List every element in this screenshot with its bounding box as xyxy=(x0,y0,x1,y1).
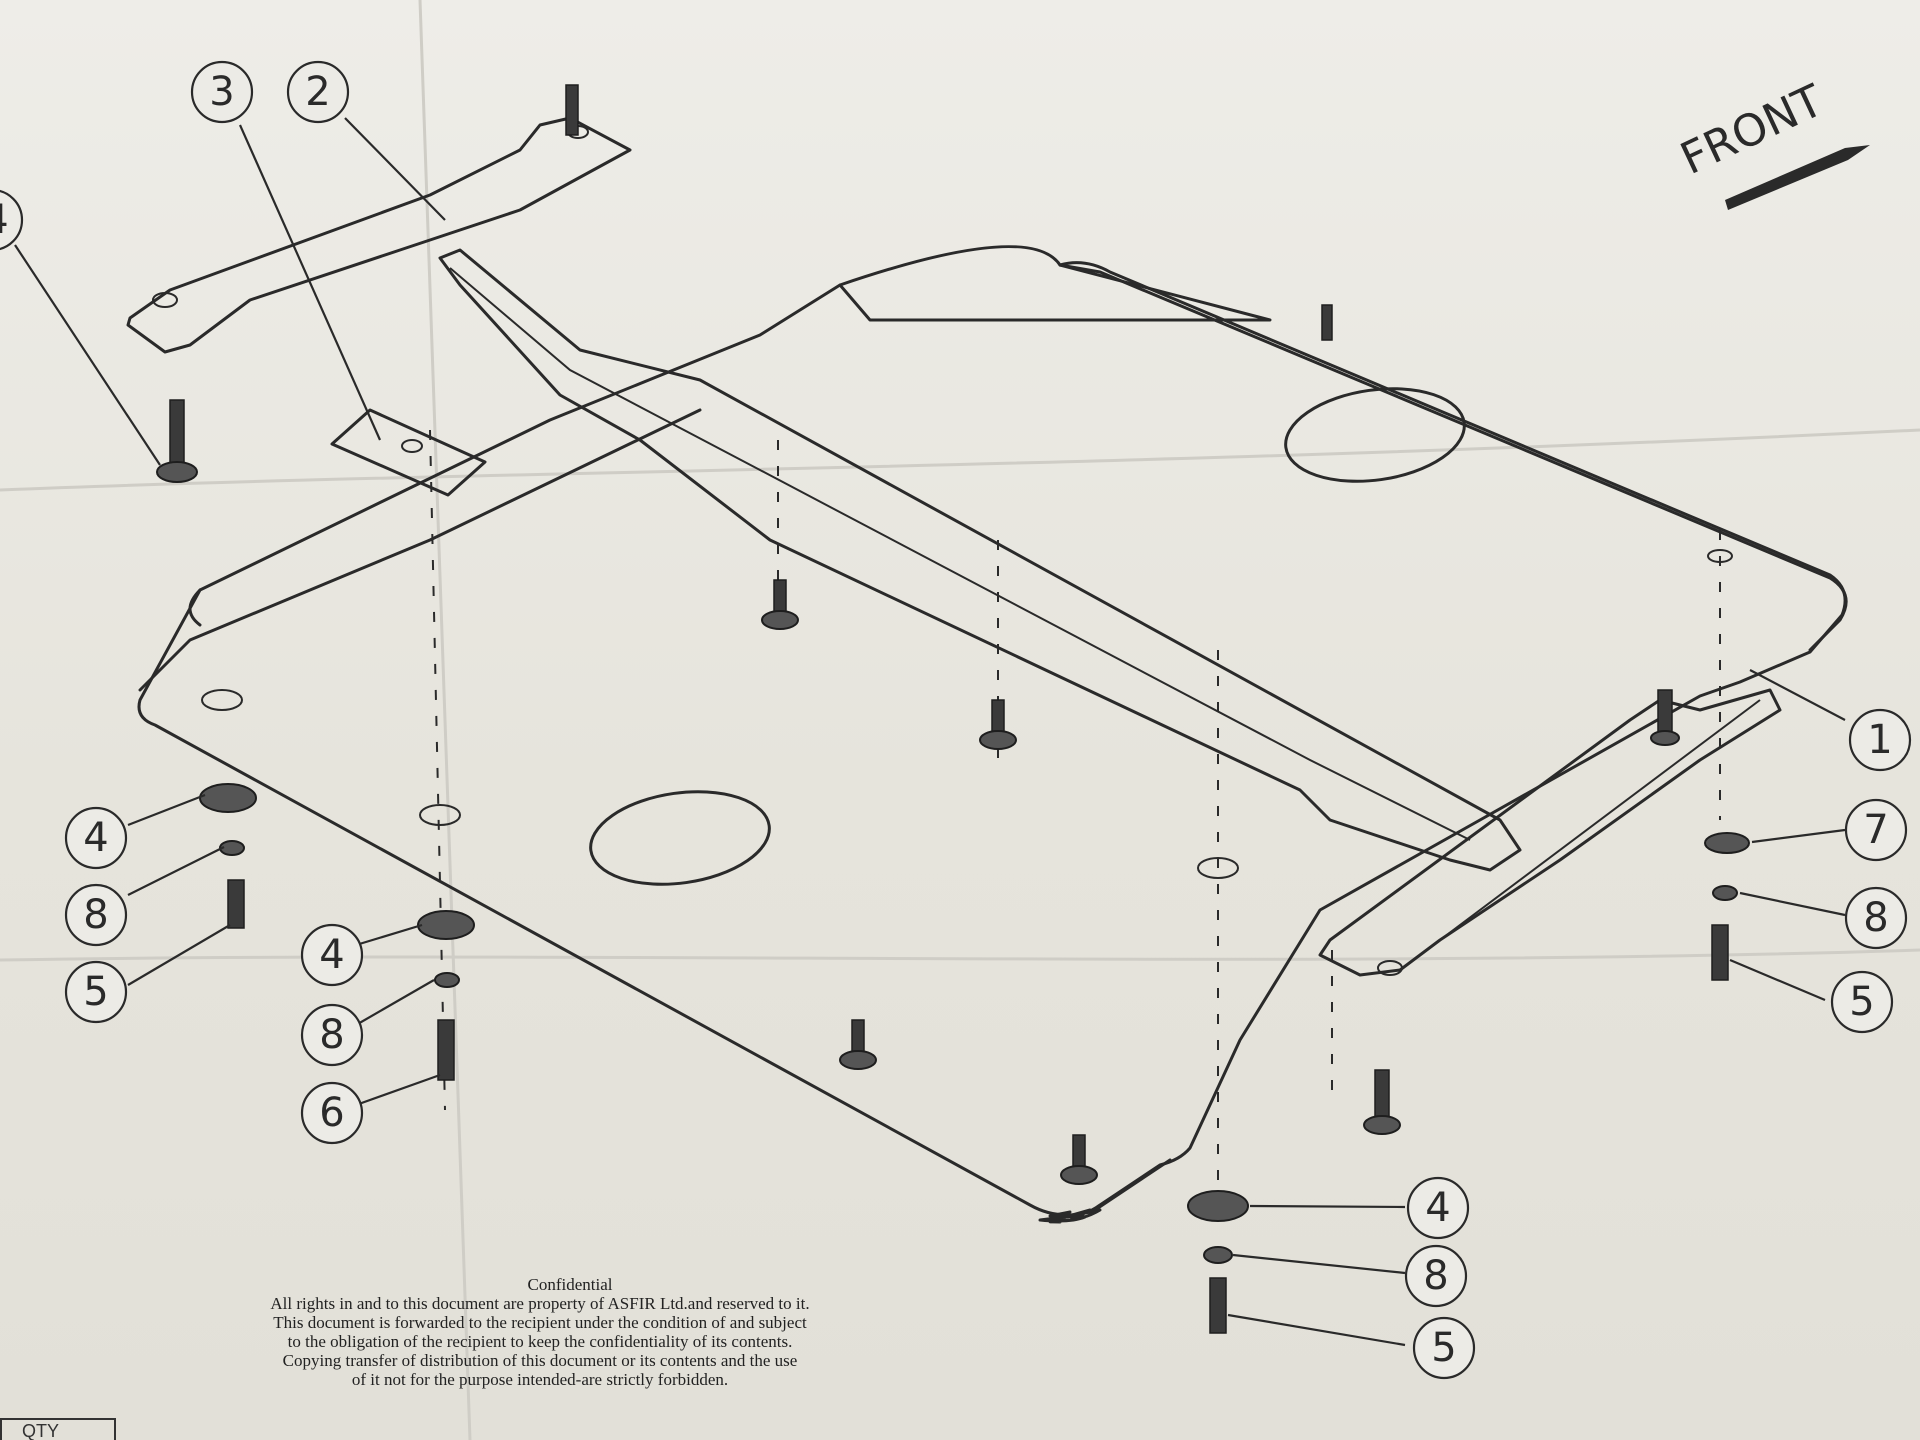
paper-crease xyxy=(418,0,472,1440)
right-bracket xyxy=(1318,688,1782,977)
callout-balloon: 4 xyxy=(300,923,364,987)
callout-number: 5 xyxy=(1849,979,1874,1025)
front-direction-indicator: FRONT xyxy=(1673,75,1870,210)
callout-balloon: 7 xyxy=(1844,798,1908,862)
front-arrow-icon xyxy=(1725,145,1870,210)
callout-number: 7 xyxy=(1863,807,1888,853)
callout-number: 6 xyxy=(319,1090,344,1136)
fastener-stack-right xyxy=(1704,832,1750,981)
confidentiality-notice: Confidential All rights in and to this d… xyxy=(190,1275,890,1389)
callout-balloon: 8 xyxy=(1844,886,1908,950)
callout-number: 1 xyxy=(1867,717,1892,763)
callout-number: 8 xyxy=(319,1012,344,1058)
paper-crease xyxy=(0,428,1920,492)
callout-balloon: 6 xyxy=(300,1081,364,1145)
notice-line: Copying transfer of distribution of this… xyxy=(282,1351,798,1370)
callout-number: 4 xyxy=(0,197,9,243)
parts-table-header: QTY xyxy=(0,1418,116,1440)
callout-number: 2 xyxy=(305,69,330,115)
notice-line: All rights in and to this document are p… xyxy=(270,1294,810,1313)
callout-balloons: 3 2 4 1 4 8 5 4 8 6 7 8 5 4 8 5 xyxy=(0,60,1912,1380)
callout-balloon: 1 xyxy=(1848,708,1912,772)
callout-number: 4 xyxy=(319,932,344,978)
callout-balloon: 5 xyxy=(64,960,128,1024)
callout-number: 5 xyxy=(83,969,108,1015)
callout-balloon: 8 xyxy=(300,1003,364,1067)
access-hole xyxy=(589,790,771,886)
callout-number: 8 xyxy=(83,892,108,938)
callout-number: 5 xyxy=(1431,1325,1456,1371)
callout-balloon: 4 xyxy=(0,189,24,251)
callout-balloon: 8 xyxy=(64,883,128,947)
callout-number: 4 xyxy=(83,815,108,861)
fastener-stack-bottom xyxy=(1187,1190,1249,1334)
fastener-stack-left xyxy=(199,783,257,929)
leader-lines xyxy=(14,117,1846,1347)
callout-number: 8 xyxy=(1423,1253,1448,1299)
spacer-plate xyxy=(330,408,487,497)
paper-crease xyxy=(0,948,1920,962)
callout-balloon: 5 xyxy=(1412,1316,1476,1380)
callout-number: 4 xyxy=(1425,1185,1450,1231)
fastener-stack-mid xyxy=(417,910,475,1081)
skid-plate xyxy=(137,245,1848,1224)
notice-line: to the obligation of the recipient to ke… xyxy=(287,1332,793,1351)
callout-balloon: 4 xyxy=(64,806,128,870)
cross-member xyxy=(438,248,1522,872)
mounting-bolts xyxy=(156,84,1680,1185)
callout-number: 3 xyxy=(209,69,234,115)
callout-balloon: 4 xyxy=(1406,1176,1470,1240)
notice-title: Confidential xyxy=(527,1275,613,1294)
access-hole xyxy=(1284,387,1466,483)
notice-line: This document is forwarded to the recipi… xyxy=(273,1313,807,1332)
callout-balloon: 8 xyxy=(1404,1244,1468,1308)
callout-number: 8 xyxy=(1863,895,1888,941)
notice-line: of it not for the purpose intended-are s… xyxy=(351,1370,729,1389)
callout-balloon: 5 xyxy=(1830,970,1894,1034)
callout-balloon: 2 xyxy=(286,60,350,124)
callout-balloon: 3 xyxy=(190,60,254,124)
